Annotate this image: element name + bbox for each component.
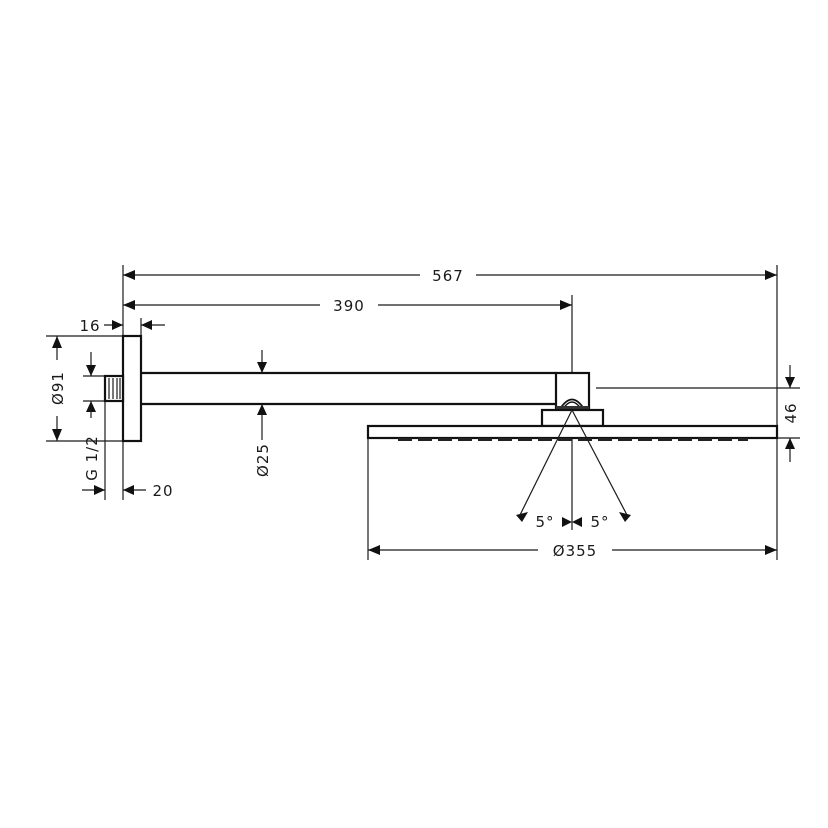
wall-flange <box>103 334 143 443</box>
head-height-label: 46 <box>782 402 800 423</box>
tilt-angle: 5° 5° <box>516 409 631 531</box>
dimension-arm-diameter: Ø25 <box>254 350 272 477</box>
dimension-arm-length: 390 <box>123 297 572 315</box>
extension-lines <box>46 265 800 560</box>
swivel-joint <box>540 371 605 428</box>
arm-diameter-label: Ø25 <box>254 443 272 477</box>
dimension-head-diameter: Ø355 <box>368 542 777 560</box>
dimension-overall-length: 567 <box>123 267 777 285</box>
dimension-thread: G 1/2 <box>83 352 101 481</box>
dimension-flange-diameter: Ø91 <box>49 336 67 441</box>
arm-length-label: 390 <box>333 297 365 315</box>
flange-diameter-label: Ø91 <box>49 371 67 405</box>
dimension-thread-projection: 20 <box>82 482 173 500</box>
dimension-head-height: 46 <box>782 365 800 462</box>
shower-arm <box>141 371 556 406</box>
flange-thickness-label: 16 <box>79 317 100 335</box>
shower-head <box>366 424 779 441</box>
tilt-left-label: 5° <box>535 513 554 531</box>
nozzle-row <box>398 438 748 441</box>
thread-projection-label: 20 <box>152 482 173 500</box>
thread-label: G 1/2 <box>83 435 101 481</box>
head-diameter-label: Ø355 <box>553 542 597 560</box>
dimension-flange-thickness: 16 <box>79 317 165 335</box>
overall-length-label: 567 <box>432 267 464 285</box>
tilt-right-label: 5° <box>590 513 609 531</box>
